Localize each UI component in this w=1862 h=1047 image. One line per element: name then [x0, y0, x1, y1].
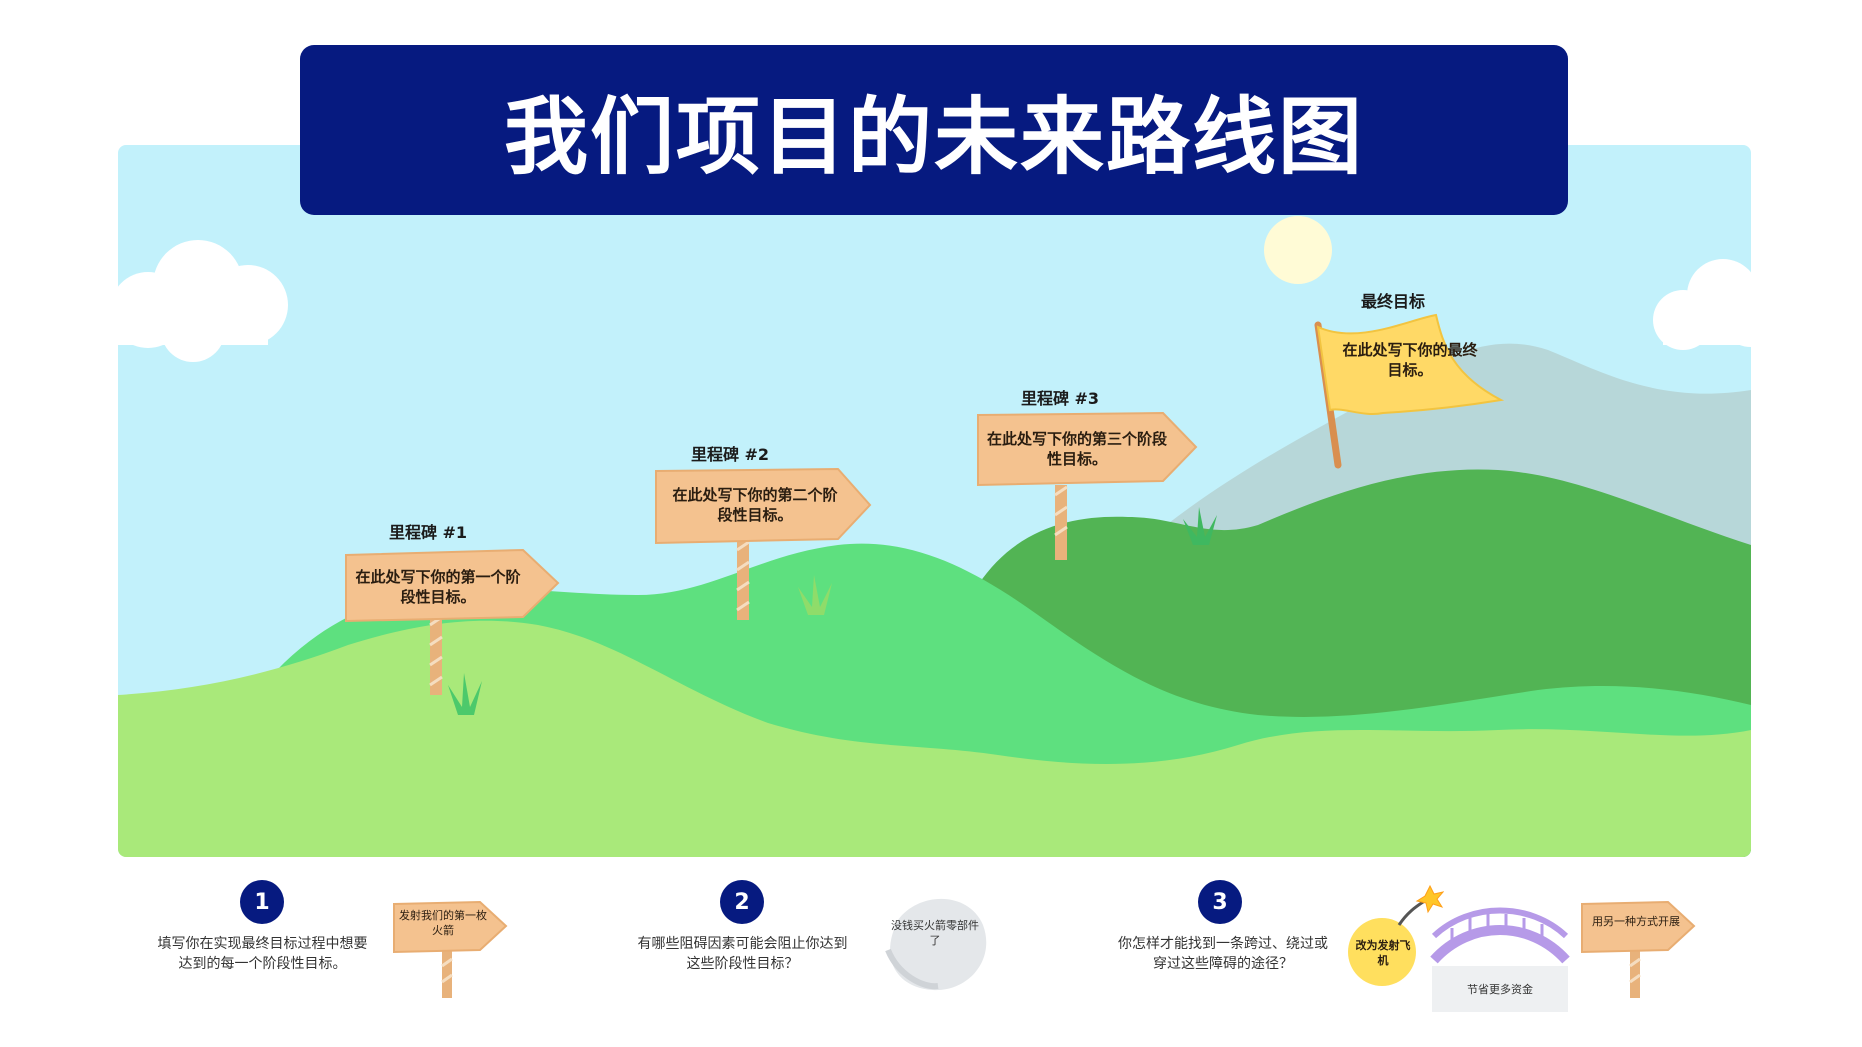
final-goal-label: 最终目标 [1360, 292, 1426, 311]
final-goal-flag-icon [1314, 313, 1505, 469]
hill-light [118, 620, 1751, 857]
step-3-bridge-text: 节省更多资金 [1467, 983, 1533, 996]
cloud-right-icon [1653, 259, 1751, 350]
final-goal-text: 在此处写下你的最终目标。 [1342, 341, 1478, 379]
grass-icon [448, 507, 1217, 715]
landscape-illustration [118, 216, 1751, 857]
sun-icon [1264, 216, 1332, 284]
bridge-icon [1430, 907, 1570, 1012]
milestone-2-label: 里程碑 #2 [690, 445, 770, 464]
step-1-badge: 1 [240, 880, 284, 924]
cloud-left-icon [118, 240, 288, 362]
step-2-badge: 2 [720, 880, 764, 924]
signpost-2 [655, 467, 872, 620]
step-3-text: 你怎样才能找到一条跨过、绕过或穿过这些障碍的途径？ [1118, 936, 1328, 972]
page-title: 我们项目的未来路线图 [300, 45, 1568, 215]
signpost-1 [345, 548, 560, 695]
milestone-1-label: 里程碑 #1 [388, 523, 468, 542]
milestone-3-text: 在此处写下你的第三个阶段性目标。 [986, 430, 1167, 468]
step-1-sign-text: 发射我们的第一枚火箭 [399, 909, 487, 937]
step-1-signpost-icon [393, 900, 508, 998]
bomb-icon [1348, 884, 1444, 986]
step-2-rock-text: 没钱买火箭零部件了 [891, 919, 979, 947]
step-3-bomb-text: 改为发射飞机 [1355, 939, 1411, 967]
milestone-1-text: 在此处写下你的第一个阶段性目标。 [355, 568, 521, 606]
milestone-3-label: 里程碑 #3 [1020, 389, 1100, 408]
step-3-sign-text: 用另一种方式开展 [1592, 915, 1680, 928]
milestone-2-text: 在此处写下你的第二个阶段性目标。 [672, 486, 838, 524]
step-1-text: 填写你在实现最终目标过程中想要达到的每一个阶段性目标。 [157, 936, 368, 972]
rock-obstacle-icon [885, 898, 987, 991]
step-3-badge: 3 [1198, 880, 1242, 924]
step-3-signpost-icon [1581, 900, 1696, 998]
step-2-text: 有哪些阻碍因素可能会阻止你达到这些阶段性目标？ [637, 936, 848, 972]
roadmap-scene: 里程碑 #1 在此处写下你的第一个阶段性目标。 里程碑 #2 在此处写下你的第二… [118, 145, 1751, 857]
signpost-3 [977, 411, 1198, 560]
